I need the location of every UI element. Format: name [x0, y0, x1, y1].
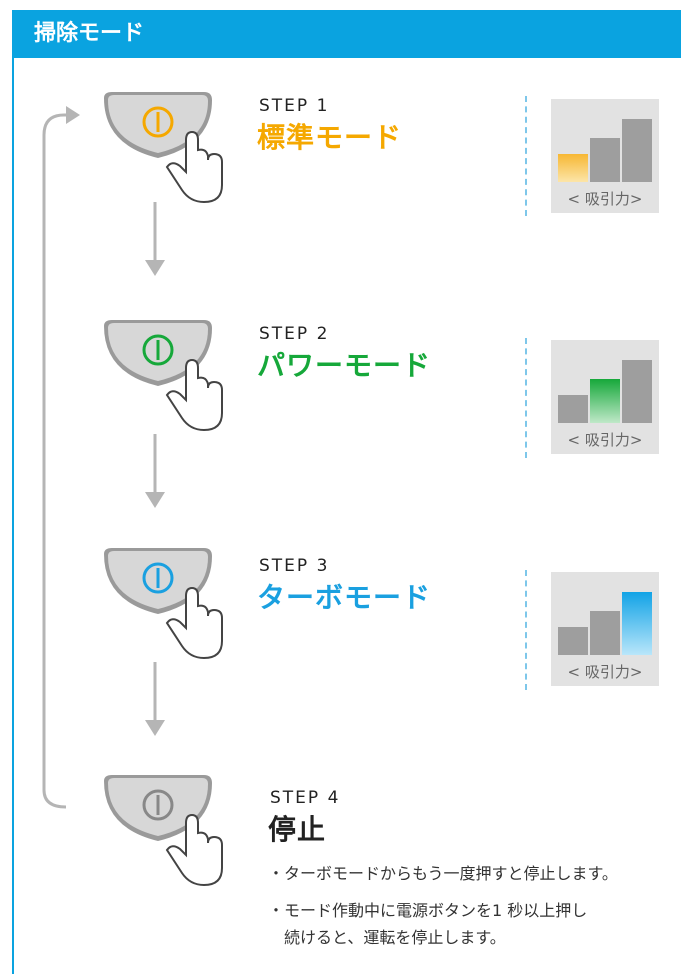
note-item: 続けると、運転を停止します。 — [284, 928, 506, 947]
step4-mode-title: 停止 — [268, 813, 327, 846]
section-header: 掃除モード — [12, 10, 681, 58]
step3-divider — [525, 570, 527, 690]
content-frame — [12, 58, 681, 974]
step4-button-icon — [104, 775, 223, 887]
suction-bar-high-active — [622, 592, 652, 655]
suction-label: < 吸引力> — [567, 663, 643, 681]
step1-divider — [525, 96, 527, 216]
step4-label: STEP 4 — [270, 788, 341, 808]
arrow-down-icon — [145, 662, 165, 736]
step2-divider — [525, 338, 527, 458]
suction-bar-mid — [590, 611, 620, 655]
section-title: 掃除モード — [34, 21, 145, 46]
return-loop-arrow — [42, 106, 80, 809]
arrow-down-icon — [145, 434, 165, 508]
suction-bar-high — [622, 360, 652, 423]
step3-label: STEP 3 — [259, 556, 330, 576]
suction-bar-low-active — [558, 154, 588, 182]
suction-label: < 吸引力> — [567, 431, 643, 449]
step2-label: STEP 2 — [259, 324, 330, 344]
step1-suction-indicator: < 吸引力> — [551, 99, 659, 213]
step3-mode-title: ターボモード — [257, 581, 432, 614]
step1-label: STEP 1 — [259, 96, 330, 116]
arrow-down-icon — [145, 202, 165, 276]
step3-suction-indicator: < 吸引力> — [551, 572, 659, 686]
step2-mode-title: パワーモード — [257, 349, 432, 382]
step2-button-icon — [104, 320, 223, 432]
suction-bar-low — [558, 627, 588, 655]
suction-bar-mid — [590, 138, 620, 182]
note-item: ・ターボモードからもう一度押すと停止します。 — [268, 864, 618, 883]
step1-mode-title: 標準モード — [257, 121, 403, 154]
step3-button-icon — [104, 548, 223, 660]
suction-bar-high — [622, 119, 652, 182]
step2-suction-indicator: < 吸引力> — [551, 340, 659, 454]
suction-label: < 吸引力> — [567, 190, 643, 208]
note-item: ・モード作動中に電源ボタンを1 秒以上押し — [268, 901, 588, 920]
suction-bar-low — [558, 395, 588, 423]
step1-button-icon — [104, 92, 223, 204]
suction-bar-mid-active — [590, 379, 620, 423]
